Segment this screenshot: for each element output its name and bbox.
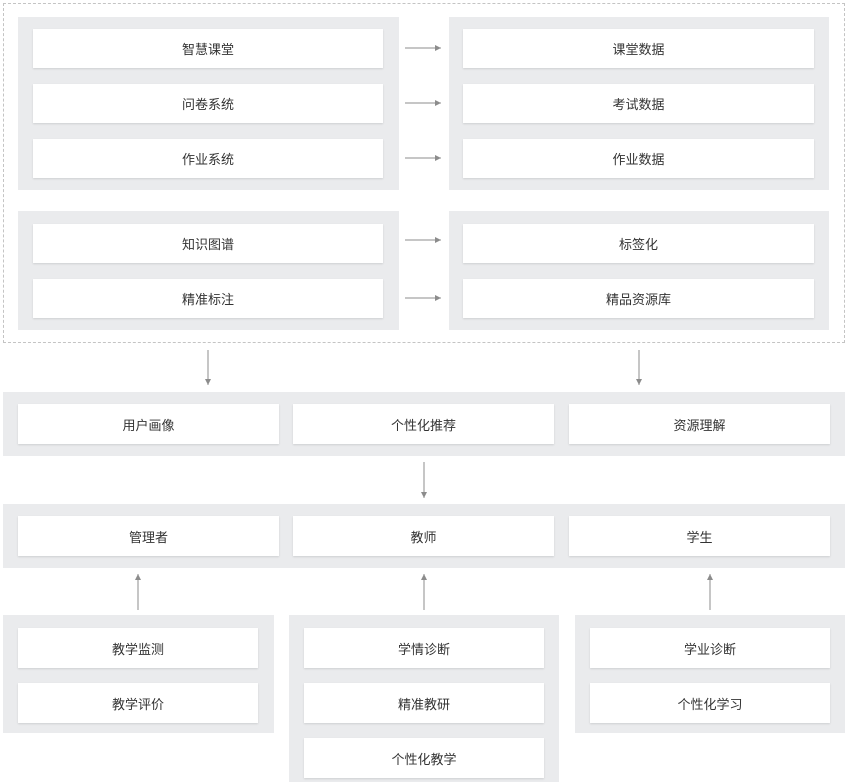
manager-app-box: 教学评价 bbox=[18, 683, 258, 723]
source-box: 智慧课堂 bbox=[33, 29, 383, 68]
teacher-app-box: 个性化教学 bbox=[304, 738, 544, 778]
source-box: 问卷系统 bbox=[33, 84, 383, 123]
role-box-teacher: 教师 bbox=[293, 516, 554, 556]
analysis-box-resource-understanding: 资源理解 bbox=[569, 404, 830, 444]
data-box: 课堂数据 bbox=[463, 29, 814, 68]
student-app-box: 学业诊断 bbox=[590, 628, 830, 668]
manager-app-box: 教学监测 bbox=[18, 628, 258, 668]
student-app-box: 个性化学习 bbox=[590, 683, 830, 723]
data-source-container bbox=[3, 3, 845, 343]
analysis-box-user-profile: 用户画像 bbox=[18, 404, 279, 444]
teacher-app-box: 学情诊断 bbox=[304, 628, 544, 668]
data-box: 作业数据 bbox=[463, 139, 814, 178]
data-box: 精品资源库 bbox=[463, 279, 814, 318]
source-box: 精准标注 bbox=[33, 279, 383, 318]
data-box: 考试数据 bbox=[463, 84, 814, 123]
data-box: 标签化 bbox=[463, 224, 814, 263]
source-box: 作业系统 bbox=[33, 139, 383, 178]
teacher-app-box: 精准教研 bbox=[304, 683, 544, 723]
role-box-manager: 管理者 bbox=[18, 516, 279, 556]
role-box-student: 学生 bbox=[569, 516, 830, 556]
analysis-box-recommendation: 个性化推荐 bbox=[293, 404, 554, 444]
source-box: 知识图谱 bbox=[33, 224, 383, 263]
